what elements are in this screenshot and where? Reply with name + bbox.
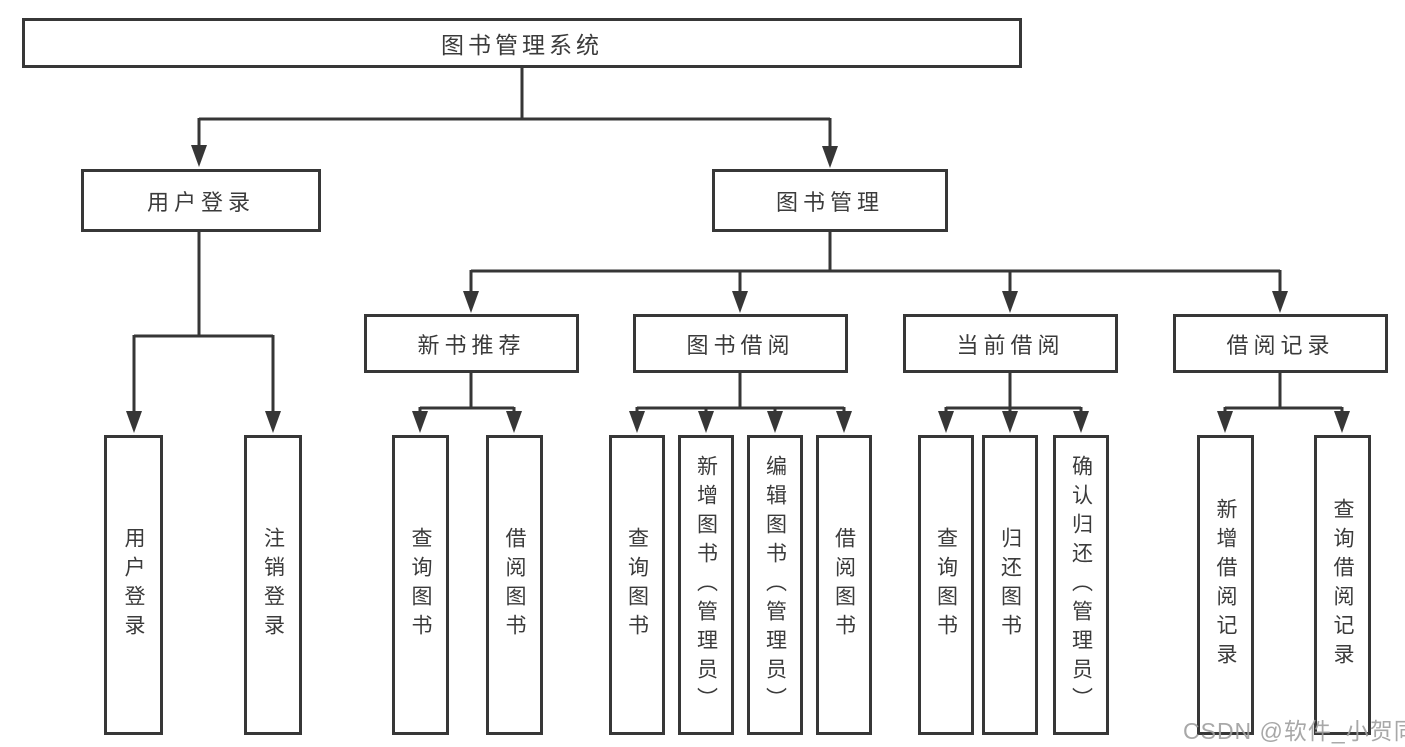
watermark: CSDN @软件_小贺同学	[1183, 718, 1405, 744]
node-label: 新增图书（管理员）	[694, 454, 718, 716]
node-query-books-recommend: 查询图书	[392, 435, 449, 735]
node-label: 用户登录	[146, 189, 255, 215]
node-label: 新增借阅记录	[1214, 498, 1237, 672]
node-add-borrow-record: 新增借阅记录	[1197, 435, 1254, 735]
node-library-system: 图书管理系统	[22, 18, 1022, 68]
connector-book-borrowing-to-leaves	[629, 372, 852, 433]
node-current-borrowing: 当前借阅	[903, 314, 1118, 373]
node-borrow-books-borrowing: 借阅图书	[816, 435, 872, 735]
node-book-management: 图书管理	[712, 169, 948, 232]
node-logout-login: 注销登录	[244, 435, 302, 735]
node-return-books: 归还图书	[982, 435, 1038, 735]
node-label: 借阅图书	[832, 527, 856, 643]
node-label: 用户登录	[122, 527, 145, 643]
node-add-book-admin: 新增图书（管理员）	[678, 435, 734, 735]
node-new-book-recommend: 新书推荐	[364, 314, 579, 373]
node-confirm-return-admin: 确认归还（管理员）	[1053, 435, 1109, 735]
node-user-login-group: 用户登录	[81, 169, 321, 232]
node-label: 当前借阅	[956, 332, 1065, 358]
node-query-books-borrowing: 查询图书	[609, 435, 665, 735]
connector-current-borrowing-to-leaves	[938, 372, 1089, 433]
node-label: 图书管理	[775, 189, 884, 215]
node-label: 注销登录	[261, 527, 285, 643]
node-label: 新书推荐	[417, 332, 526, 358]
node-borrow-books-recommend: 借阅图书	[486, 435, 543, 735]
node-label: 编辑图书（管理员）	[763, 454, 787, 716]
connector-borrowing-records-to-leaves	[1217, 372, 1350, 433]
node-user-login: 用户登录	[104, 435, 163, 735]
node-edit-book-admin: 编辑图书（管理员）	[747, 435, 803, 735]
node-label: 查询图书	[625, 527, 649, 643]
node-label: 借阅记录	[1226, 332, 1335, 358]
connector-user-login-to-leaves	[126, 231, 281, 433]
node-label: 图书管理系统	[441, 32, 603, 58]
node-query-books-current: 查询图书	[918, 435, 974, 735]
node-label: 查询图书	[409, 527, 432, 643]
node-book-borrowing: 图书借阅	[633, 314, 848, 373]
node-label: 归还图书	[998, 527, 1022, 643]
node-label: 查询图书	[934, 527, 958, 643]
node-label: 查询借阅记录	[1331, 498, 1354, 672]
connector-book-management-to-level3	[463, 231, 1288, 313]
node-label: 图书借阅	[686, 332, 795, 358]
node-borrowing-records: 借阅记录	[1173, 314, 1388, 373]
node-query-borrow-record: 查询借阅记录	[1314, 435, 1371, 735]
node-label: 确认归还（管理员）	[1069, 454, 1093, 716]
connector-root-to-level2	[191, 67, 838, 168]
connector-new-book-recommend-to-leaves	[412, 372, 522, 433]
node-label: 借阅图书	[503, 527, 526, 643]
